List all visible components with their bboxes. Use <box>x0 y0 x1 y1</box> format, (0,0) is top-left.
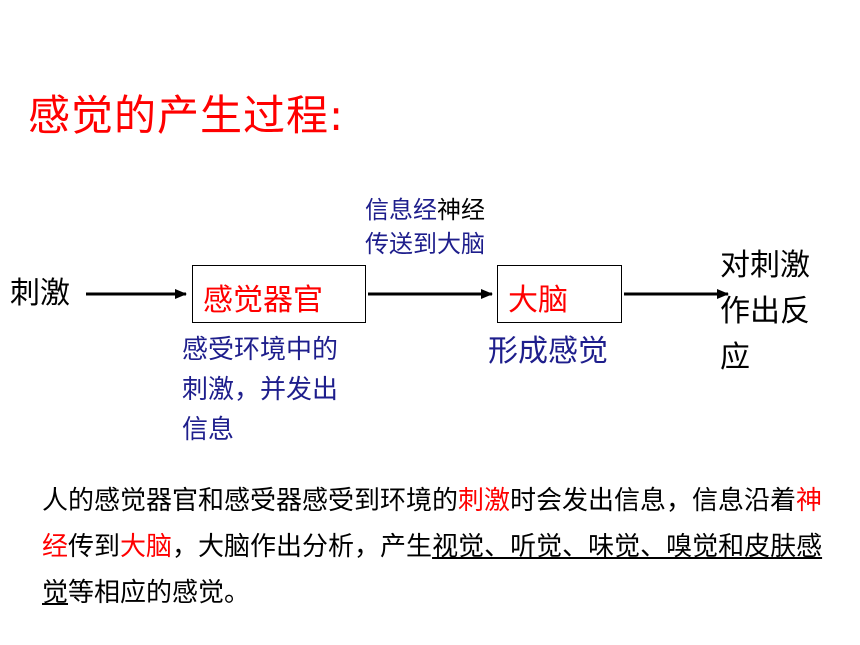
nerve-note-line1-b: 神经 <box>437 196 485 224</box>
page-title: 感觉的产生过程: <box>28 91 345 140</box>
brain-note: 形成感觉 <box>488 334 608 369</box>
response-line: 作出反 <box>720 294 810 329</box>
response-label: 对刺激 作出反 应 <box>720 243 810 381</box>
brain-box: 大脑 <box>497 265 622 323</box>
nerve-note-line2: 传送到大脑 <box>365 230 485 258</box>
paragraph-text: 时会发出信息，信息沿着 <box>510 486 797 516</box>
response-line: 对刺激 <box>720 248 810 283</box>
paragraph-highlight: 大脑 <box>120 532 173 562</box>
sense-organ-box: 感觉器官 <box>192 265 366 323</box>
paragraph-highlight: 刺激 <box>458 486 511 516</box>
paragraph-underlined: 视觉、听觉、味觉、嗅觉和皮肤感觉 <box>42 532 823 608</box>
organ-note-line: 刺激，并发出 <box>182 375 339 405</box>
explanation-paragraph: 人的感觉器官和感受器感受到环境的刺激时会发出信息，信息沿着神经传到大脑，大脑作出… <box>42 478 832 616</box>
stimulus-label: 刺激 <box>10 276 70 311</box>
organ-note-line: 信息 <box>182 415 235 445</box>
nerve-transmission-note: 信息经神经 传送到大脑 <box>365 193 485 261</box>
organ-note-line: 感受环境中的 <box>182 335 339 365</box>
paragraph-highlight: 神经 <box>42 486 823 562</box>
paragraph-text: 人的感觉器官和感受器感受到环境的 <box>42 486 459 516</box>
sense-organ-label: 感觉器官 <box>203 283 323 318</box>
paragraph-text: 等相应的感觉。 <box>68 578 251 608</box>
nerve-note-line1-a: 信息经 <box>365 196 437 224</box>
paragraph-text: 传到 <box>68 532 121 562</box>
sense-organ-note: 感受环境中的 刺激，并发出 信息 <box>182 330 338 450</box>
paragraph-text: ，大脑作出分析，产生 <box>172 532 433 562</box>
brain-label: 大脑 <box>508 283 568 318</box>
response-line: 应 <box>720 340 750 375</box>
